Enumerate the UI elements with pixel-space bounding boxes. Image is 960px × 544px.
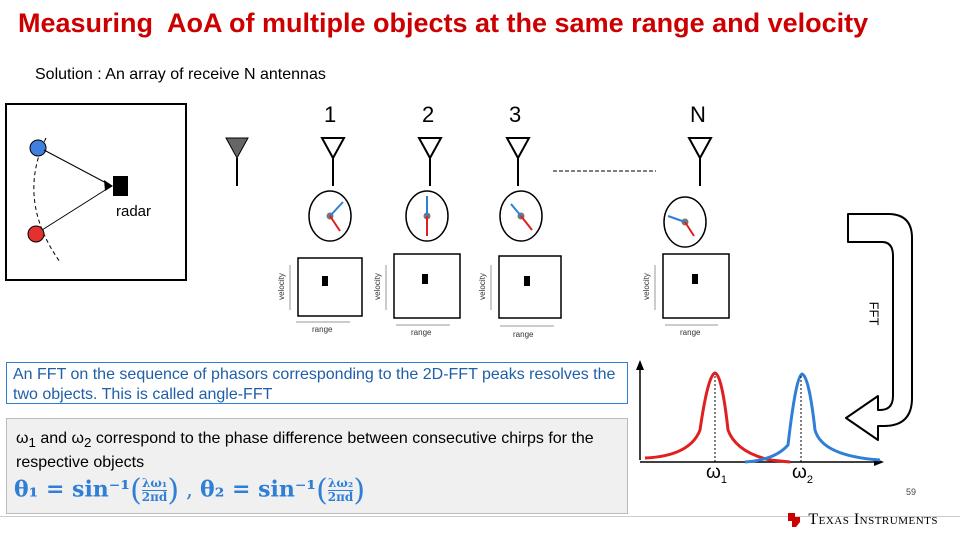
page-title: Measuring AoA of multiple objects at the… <box>18 8 869 38</box>
object-red <box>27 225 45 243</box>
range-axis-label: range <box>513 330 534 339</box>
rx-antenna-1-icon <box>320 137 346 186</box>
rx-antenna-3-icon <box>505 137 531 186</box>
footer-divider <box>0 516 960 517</box>
rd-map-1 <box>289 257 363 323</box>
angle-fft-note: An FFT on the sequence of phasors corres… <box>6 362 628 404</box>
subtitle: Solution : An array of receive N antenna… <box>35 66 326 83</box>
radar-label: radar <box>116 203 151 220</box>
range-axis-label: range <box>411 328 432 337</box>
antenna-label-3: 3 <box>509 102 522 127</box>
velocity-axis-label: velocity <box>276 273 286 300</box>
range-axis-label: range <box>312 325 333 334</box>
antenna-label-2: 2 <box>422 102 435 127</box>
velocity-axis-label: velocity <box>641 273 651 300</box>
velocity-axis-label: velocity <box>372 273 382 300</box>
ray-blue <box>43 149 111 186</box>
rd-map-n <box>654 253 730 326</box>
antenna-label-n: N <box>690 102 706 127</box>
fft-arrow-icon <box>845 213 913 441</box>
phasor-2 <box>405 190 449 242</box>
rx-antenna-n-icon <box>687 137 713 186</box>
ti-logo: Texas Instruments <box>785 511 938 529</box>
fft-label: FFT <box>866 301 882 326</box>
omega-1-label: ω1 <box>706 462 727 486</box>
tx-antenna-icon <box>225 137 249 186</box>
page-number: 59 <box>905 487 916 497</box>
object-blue <box>29 139 47 157</box>
rd-map-3 <box>490 255 562 327</box>
velocity-axis-label: velocity <box>477 273 487 300</box>
omega-2-label: ω2 <box>792 462 813 486</box>
rx-antenna-2-icon <box>417 137 443 186</box>
ti-logo-icon <box>788 513 801 527</box>
angle-fft-plot <box>636 360 884 466</box>
antenna-label-1: 1 <box>324 102 337 127</box>
phasor-n <box>663 196 707 248</box>
ray-red <box>41 186 111 231</box>
rd-map-2 <box>385 253 461 326</box>
range-axis-label: range <box>680 328 701 337</box>
phasor-1 <box>308 190 352 242</box>
formula-panel <box>6 418 628 514</box>
radar-icon <box>113 176 128 196</box>
scene-box <box>5 103 187 281</box>
omega-explanation: ω1 and ω2 correspond to the phase differ… <box>16 430 594 472</box>
phasor-3 <box>499 190 543 242</box>
